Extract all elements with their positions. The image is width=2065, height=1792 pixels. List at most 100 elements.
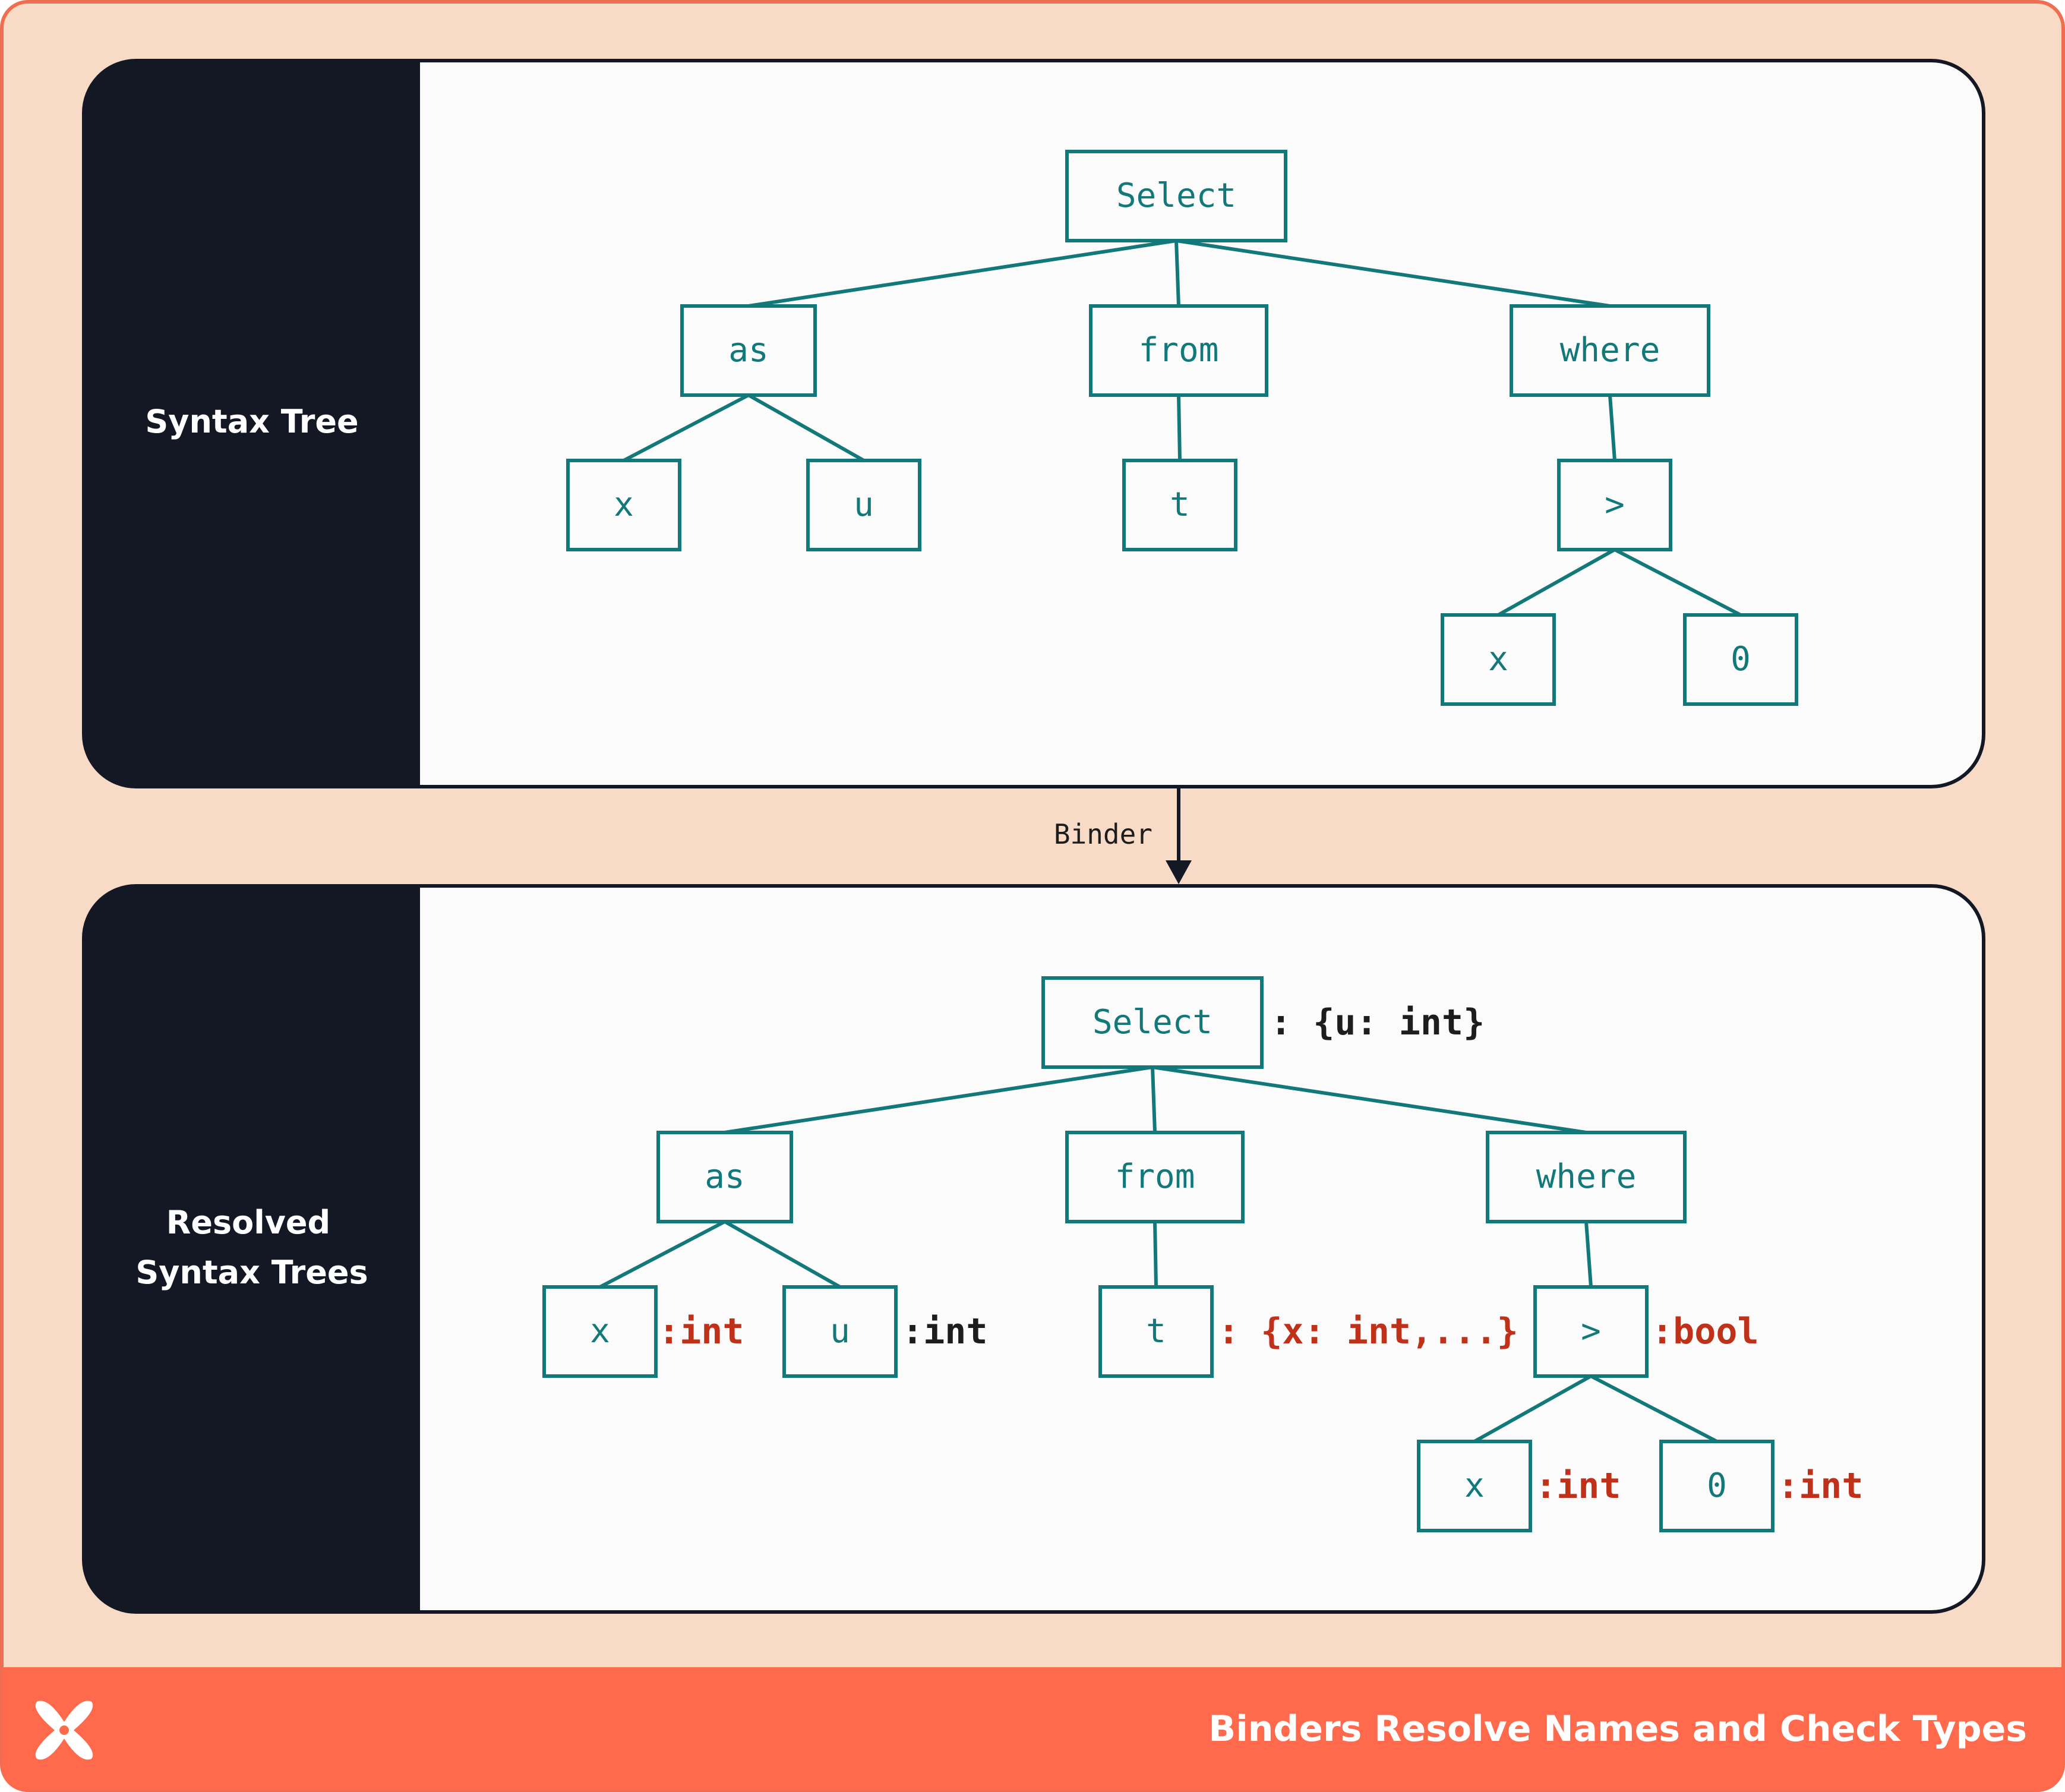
node-label: where bbox=[1560, 331, 1660, 370]
node-label: x bbox=[590, 1312, 610, 1351]
tree-node-select: Select bbox=[1065, 150, 1287, 242]
node-label: > bbox=[1605, 485, 1625, 524]
node-box bbox=[656, 1131, 793, 1223]
node-box bbox=[806, 459, 921, 551]
tree-edge-as-u bbox=[724, 1220, 841, 1289]
tree-edge-gt-x2 bbox=[1473, 1374, 1592, 1443]
tree-node-zero: 0 bbox=[1659, 1440, 1774, 1532]
type-annotation-u: :int bbox=[902, 1311, 988, 1352]
tree-edge-select-where bbox=[1176, 239, 1611, 308]
node-box bbox=[1417, 1440, 1532, 1532]
type-annotation-select: : {u: int} bbox=[1270, 1002, 1485, 1043]
node-label: u bbox=[830, 1312, 850, 1351]
node-label: as bbox=[705, 1157, 744, 1196]
node-label: t bbox=[1170, 485, 1190, 524]
tree-edge-select-as bbox=[748, 239, 1177, 308]
tree-edge-from-t bbox=[1177, 395, 1182, 461]
type-annotation-t: : {x: int,...} bbox=[1218, 1311, 1518, 1352]
syntax-tree-panel: Syntax Tree Select as from where x u t > x 0 bbox=[82, 59, 1985, 788]
node-label: x bbox=[614, 485, 634, 524]
node-label: t bbox=[1146, 1312, 1166, 1351]
node-label: Select bbox=[1093, 1003, 1213, 1042]
type-annotation-zero: :int bbox=[1777, 1465, 1864, 1507]
tree-edge-select-as bbox=[724, 1065, 1153, 1134]
tree-node-where: where bbox=[1510, 304, 1710, 397]
tree-node-x2: x bbox=[1417, 1440, 1532, 1532]
node-label: where bbox=[1536, 1157, 1637, 1196]
node-box bbox=[1486, 1131, 1687, 1223]
panel-sidebar bbox=[84, 61, 420, 787]
binder-label: Binder bbox=[1054, 818, 1153, 850]
tree-node-as: as bbox=[656, 1131, 793, 1223]
panel-title-line-1: Resolved bbox=[166, 1204, 330, 1241]
panel-title-line-2: Syntax Trees bbox=[135, 1254, 368, 1291]
node-label: Select bbox=[1116, 176, 1236, 215]
node-label: 0 bbox=[1707, 1466, 1727, 1505]
node-box bbox=[542, 1285, 658, 1378]
node-label: x bbox=[1464, 1466, 1485, 1505]
node-box bbox=[1065, 1131, 1245, 1223]
tree-node-gt: > bbox=[1557, 459, 1672, 551]
node-box bbox=[1557, 459, 1672, 551]
tree-edge-where-gt bbox=[1608, 395, 1616, 461]
tree-edge-select-from bbox=[1151, 1067, 1157, 1133]
tree-node-x: x bbox=[566, 459, 681, 551]
tree-node-where: where bbox=[1486, 1131, 1687, 1223]
type-annotation-gt: :bool bbox=[1652, 1311, 1759, 1352]
node-box bbox=[1098, 1285, 1214, 1378]
footer-band bbox=[2, 1667, 2063, 1790]
node-label: from bbox=[1115, 1157, 1195, 1196]
binder-arrow bbox=[1166, 788, 1192, 884]
panel-border bbox=[82, 884, 1985, 1614]
tree-edge-as-x bbox=[599, 1220, 726, 1289]
node-label: 0 bbox=[1731, 640, 1751, 679]
syntax-tree: Select as from where x u t > x 0 bbox=[566, 150, 1798, 706]
node-label: u bbox=[854, 485, 874, 524]
tree-node-select: Select bbox=[1041, 976, 1264, 1069]
tree-edge-gt-x2 bbox=[1497, 548, 1616, 617]
panel-border bbox=[82, 59, 1985, 788]
node-box bbox=[566, 459, 681, 551]
node-label: x bbox=[1488, 640, 1508, 679]
node-label: > bbox=[1581, 1312, 1601, 1351]
footer-caption: Binders Resolve Names and Check Types bbox=[1208, 1708, 2027, 1750]
node-box bbox=[1510, 304, 1710, 397]
node-box bbox=[1089, 304, 1268, 397]
node-box bbox=[1041, 976, 1264, 1069]
node-label: from bbox=[1139, 331, 1219, 370]
tree-node-t: t bbox=[1098, 1285, 1214, 1378]
tree-node-as: as bbox=[680, 304, 817, 397]
tree-edge-select-from bbox=[1174, 240, 1180, 307]
type-annotation-x: :int bbox=[658, 1311, 744, 1352]
node-box bbox=[1122, 459, 1237, 551]
tree-edge-gt-zero bbox=[1614, 548, 1742, 617]
node-box bbox=[1659, 1440, 1774, 1532]
tree-edge-gt-zero bbox=[1590, 1374, 1718, 1443]
tree-edge-as-u bbox=[747, 393, 865, 462]
tree-node-gt: > bbox=[1533, 1285, 1649, 1378]
tree-edge-where-gt bbox=[1584, 1221, 1593, 1288]
node-box bbox=[1441, 613, 1556, 706]
tree-edge-from-t bbox=[1153, 1221, 1158, 1288]
panel-sidebar bbox=[84, 886, 420, 1612]
node-box bbox=[680, 304, 817, 397]
tree-node-u: u bbox=[782, 1285, 898, 1378]
tree-node-t: t bbox=[1122, 459, 1237, 551]
type-annotation-x2: :int bbox=[1535, 1465, 1621, 1507]
node-box bbox=[1533, 1285, 1649, 1378]
tree-node-from: from bbox=[1065, 1131, 1245, 1223]
panel-title: Syntax Tree bbox=[145, 403, 358, 440]
node-box bbox=[782, 1285, 898, 1378]
node-box bbox=[1065, 150, 1287, 242]
node-label: as bbox=[728, 331, 768, 370]
resolved-syntax-tree: Select as from where x u t > x 0 : {u: int} :int :in… bbox=[542, 976, 1864, 1532]
resolved-syntax-trees-panel: Resolved Syntax Trees Select as from where x… bbox=[82, 884, 1985, 1614]
tree-node-x2: x bbox=[1441, 613, 1556, 706]
x-logo-icon bbox=[35, 1700, 93, 1760]
tree-edge-select-where bbox=[1152, 1065, 1587, 1134]
tree-edge-as-x bbox=[623, 393, 750, 462]
tree-node-from: from bbox=[1089, 304, 1268, 397]
tree-node-zero: 0 bbox=[1683, 613, 1798, 706]
